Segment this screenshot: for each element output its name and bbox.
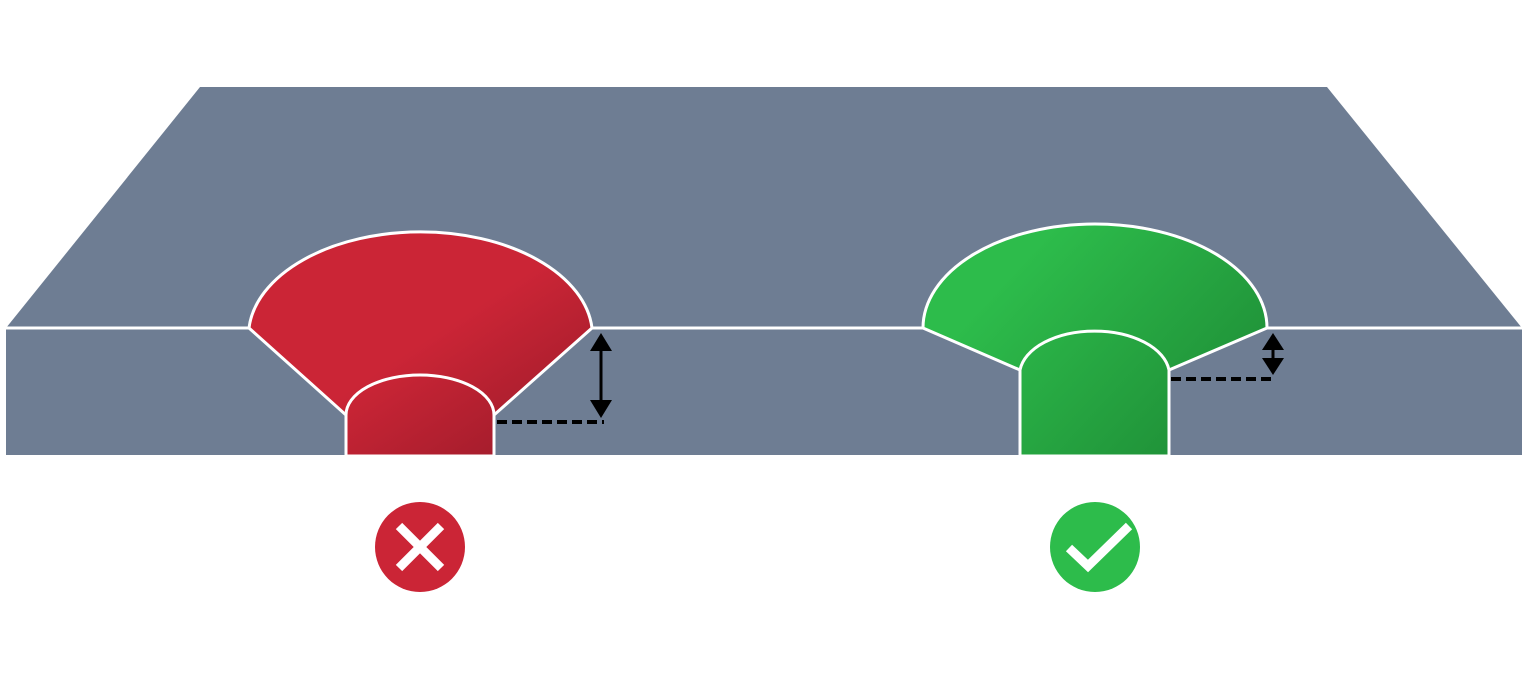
incorrect-countersink bbox=[247, 230, 594, 458]
slab-top-face bbox=[6, 87, 1522, 328]
checkmark-icon bbox=[1050, 502, 1140, 592]
correct-depth-measure bbox=[1171, 333, 1284, 381]
correct-countersink bbox=[921, 222, 1269, 458]
incorrect-depth-measure bbox=[497, 333, 612, 424]
cross-icon bbox=[375, 502, 465, 592]
slab-front-face bbox=[6, 329, 1522, 455]
